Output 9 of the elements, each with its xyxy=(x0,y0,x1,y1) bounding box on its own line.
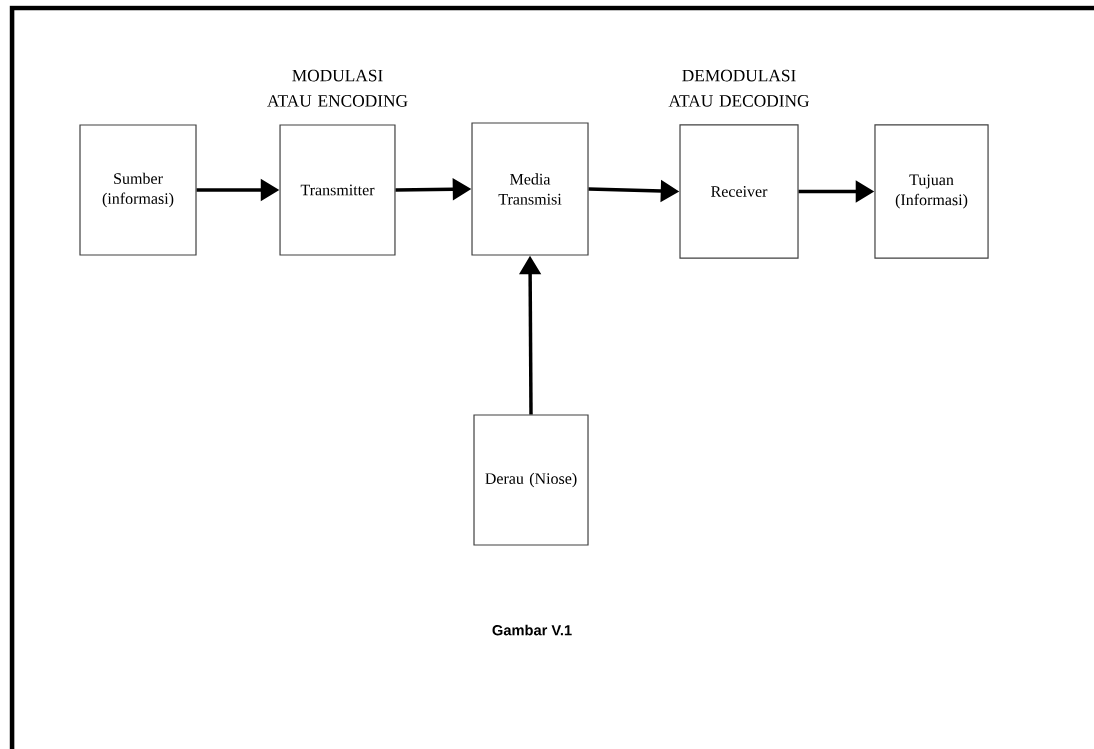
process-box: Derau (Niose) xyxy=(473,414,589,546)
process-box: Media Transmisi xyxy=(471,122,589,256)
box-heading: MODULASI ATAU ENCODING xyxy=(267,69,408,107)
process-box: Sumber (informasi) xyxy=(79,124,197,256)
process-box: Receiver xyxy=(679,124,799,259)
caption: Gambar V.1 xyxy=(492,624,572,636)
process-box: Transmitter xyxy=(279,124,396,256)
box-heading: DEMODULASI ATAU DECODING xyxy=(668,69,809,107)
process-box: Tujuan (Informasi) xyxy=(874,124,989,259)
